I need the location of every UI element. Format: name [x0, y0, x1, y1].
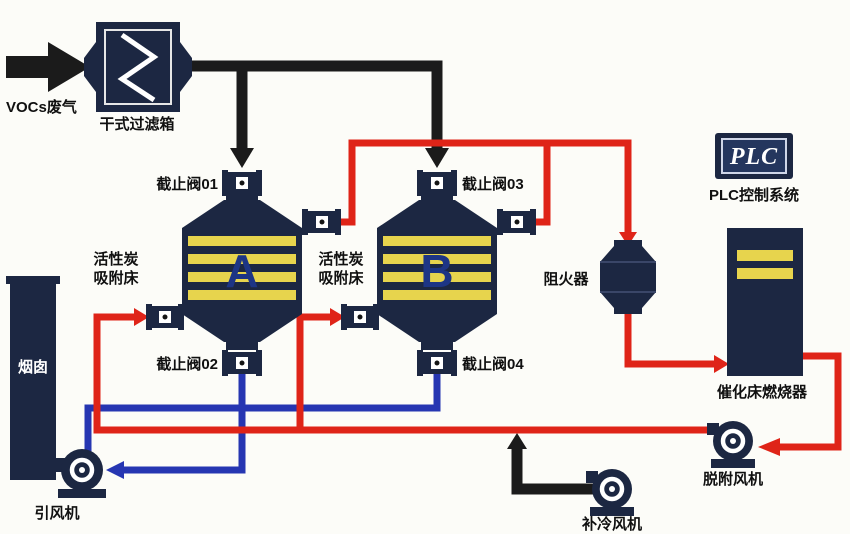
filter-inner-frame	[104, 29, 172, 105]
fan-impeller-icon	[69, 457, 95, 483]
fan-return-pipe	[93, 313, 716, 434]
bed-b-label-line1: 活性炭	[318, 250, 363, 268]
plc-screen	[721, 138, 787, 174]
down-arrow-icon	[425, 148, 449, 168]
blue-clean-gas-pipes	[84, 372, 441, 479]
chimney: 烟囱	[6, 276, 60, 480]
vocs-inlet-label: VOCs废气	[6, 98, 77, 116]
black-supply-pipes	[186, 60, 594, 495]
arrester-to-burner-pipe	[624, 310, 716, 368]
bed-b-bottom-hopper	[377, 314, 497, 342]
adsorption-bed-b: B	[341, 193, 536, 350]
cooling-fan-label: 补冷风机	[581, 515, 642, 533]
vocs-inlet-arrow	[6, 42, 90, 92]
left-arrow-icon	[106, 461, 124, 479]
bed-b-top-neck	[421, 193, 453, 202]
bed-b-side-valve-top	[497, 209, 536, 235]
catalytic-burner	[727, 228, 803, 376]
bed-b-desorption-in-pipe	[296, 313, 331, 430]
bed-a-letter: A	[225, 245, 258, 297]
stop-valve-03	[417, 170, 457, 196]
valve-03-label: 截止阀03	[462, 175, 524, 193]
valve-01-label: 截止阀01	[156, 175, 218, 193]
bed-b-side-valve-bottom	[341, 304, 379, 330]
bed-a-bottom-neck	[226, 342, 258, 350]
catalytic-burner-label: 催化床燃烧器	[717, 383, 808, 401]
bed-a-desorption-out-pipe	[341, 139, 632, 234]
desorption-fan-label: 脱附风机	[703, 470, 763, 488]
filter-left-flange	[84, 42, 96, 92]
bed-b-desorption-out-pipe	[536, 143, 551, 226]
chimney-body	[10, 282, 56, 480]
down-arrow-icon	[230, 148, 254, 168]
stop-valve-04	[417, 350, 457, 376]
bed-a-top-hopper	[182, 200, 302, 228]
bed-a-bottom-hopper	[182, 314, 302, 342]
bed-b-top-hopper	[377, 200, 497, 228]
cooling-fan-pipe	[511, 448, 594, 495]
flame-arrester	[600, 240, 656, 314]
bed-a-side-valve-top	[302, 209, 341, 235]
valve-04-label: 截止阀04	[462, 355, 524, 373]
stop-valve-01	[222, 170, 262, 196]
fan-impeller-icon	[720, 428, 746, 454]
bed-b-outlet-pipe	[84, 372, 441, 466]
plc-system-label: PLC控制系统	[709, 186, 799, 204]
right-arrow-icon	[714, 355, 729, 373]
dry-filter-label: 干式过滤箱	[99, 115, 174, 133]
chimney-cap	[6, 276, 60, 284]
bed-a-label-line2: 吸附床	[93, 269, 139, 287]
flame-arrester-body	[600, 246, 656, 308]
red-desorption-pipes	[93, 139, 842, 456]
bed-a-outlet-pipe	[120, 372, 246, 474]
burner-to-fan-pipe	[780, 352, 842, 451]
dry-filter-box	[84, 22, 192, 112]
bed-b-bottom-neck	[421, 342, 453, 350]
bed-a-top-neck	[226, 193, 258, 202]
right-arrow-icon	[134, 308, 149, 326]
labels: VOCs废气 干式过滤箱 截止阀01 截止阀03 截止阀02 截止阀04 活性炭…	[6, 98, 808, 533]
up-arrow-icon	[507, 433, 527, 449]
down-arrow-icon	[619, 232, 637, 246]
flame-arrester-label: 阻火器	[543, 271, 589, 288]
stop-valve-02	[222, 350, 262, 376]
bed-b-letter: B	[420, 245, 453, 297]
fan-base	[590, 507, 634, 516]
chimney-label: 烟囱	[18, 358, 48, 376]
induced-draft-fan-label: 引风机	[34, 504, 79, 522]
filter-zigzag-icon	[117, 32, 159, 103]
fan-impeller-icon	[599, 476, 625, 502]
bed-b-label-line2: 吸附床	[318, 269, 364, 287]
filter-right-flange	[180, 42, 192, 92]
bed-a-side-valve-bottom	[146, 304, 184, 330]
plc-badge-text: PLC	[729, 144, 778, 170]
induced-draft-fan	[50, 449, 106, 498]
plc-box: PLC	[715, 133, 793, 179]
inlet-arrow-icon	[6, 42, 90, 92]
left-arrow-icon	[758, 438, 780, 456]
bed-a-label-line1: 活性炭	[93, 250, 138, 268]
main-supply-pipe	[186, 60, 443, 150]
adsorption-bed-a: A	[146, 193, 341, 350]
fan-base	[58, 489, 106, 498]
fan-base	[711, 459, 755, 468]
valve-02-label: 截止阀02	[156, 355, 218, 373]
cooling-fan	[586, 469, 634, 516]
desorption-fan	[707, 421, 755, 468]
right-arrow-icon	[330, 308, 345, 326]
